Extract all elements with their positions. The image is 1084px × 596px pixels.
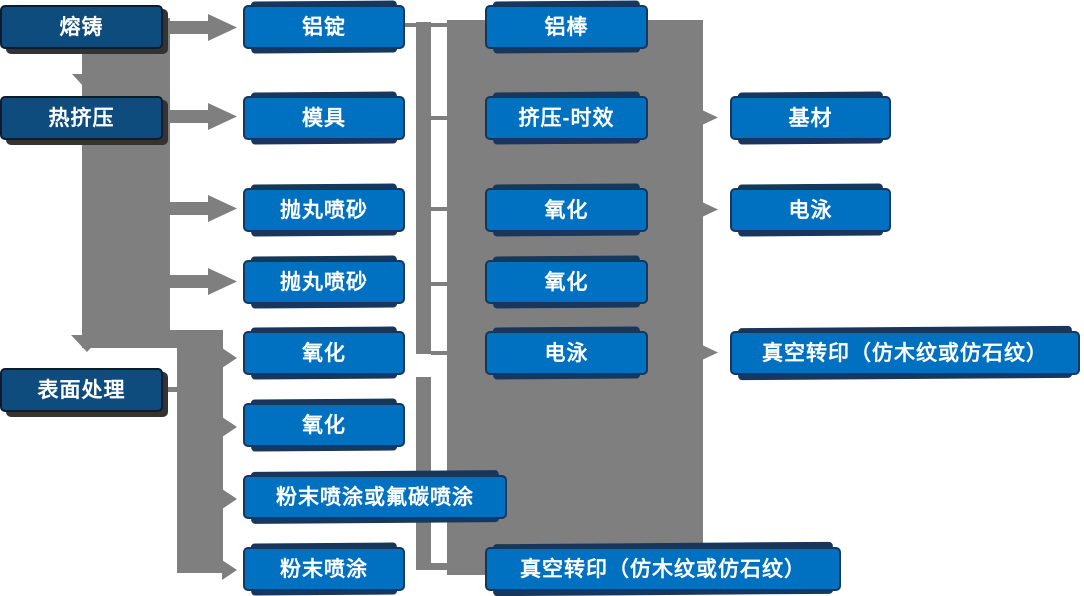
node-label: 真空转印（仿木纹或仿石纹） [762,341,1048,365]
node-vacuum-transfer-print-right: 真空转印（仿木纹或仿石纹） [730,331,1080,375]
tick-rail-bottom [431,563,447,570]
node-shot-blasting-1: 抛丸喷砂 [243,188,405,232]
connector-band-surface [177,348,223,573]
node-hot-extrusion: 热挤压 [0,96,168,145]
node-label: 氧化 [544,270,589,294]
arrow-stem-to-shot-blasting-2 [170,275,210,288]
node-powder-coating: 粉末喷涂 [243,547,405,591]
arrow-stem-to-mold [170,110,210,123]
node-powder-or-fluorocarbon-coating: 粉末喷涂或氟碳喷涂 [243,475,507,519]
node-label: 抛丸喷砂 [280,270,368,294]
node-anodizing-4: 氧化 [485,260,648,304]
tick-rail-row5 [431,351,447,355]
node-vacuum-transfer-print-bottom: 真空转印（仿木纹或仿石纹） [485,547,841,591]
arrow-head-to-shot-blasting-2 [208,268,237,295]
arrow-head-to-base-material [702,110,718,125]
tick-rail-row4 [431,282,447,286]
node-label: 粉末喷涂 [280,557,368,581]
connector-band-left-bridge [170,330,223,348]
node-label: 粉末喷涂或氟碳喷涂 [276,485,474,509]
arrow-stem-to-aluminum-ingot [170,21,210,34]
node-anodizing-2: 氧化 [243,403,405,447]
node-anodizing-3: 氧化 [485,188,648,232]
arrow-head-to-vacuum-transfer-right [702,345,718,360]
tick-rail-row2 [431,116,447,120]
node-label: 氧化 [544,198,589,222]
node-melting-casting: 熔铸 [0,5,168,54]
arrow-head-to-anodizing-2 [222,417,237,437]
tick-rail-row1 [431,23,447,27]
arrow-head-to-aluminum-ingot [208,14,237,41]
node-label: 电泳 [788,198,833,222]
node-base-material: 基材 [730,96,891,140]
node-electrophoresis: 电泳 [485,331,648,375]
node-label: 挤压-时效 [518,106,615,130]
arrow-head-to-anodizing-1 [222,348,237,368]
node-label: 铝棒 [544,15,589,39]
node-mold: 模具 [243,96,405,140]
node-label: 表面处理 [37,378,126,402]
node-shot-blasting-2: 抛丸喷砂 [243,260,405,304]
node-label: 抛丸喷砂 [280,198,368,222]
connector-rail-upper [416,22,431,354]
node-surface-treatment: 表面处理 [0,368,168,417]
connector-band-left [82,18,170,348]
node-extrusion-aging: 挤压-时效 [485,96,648,140]
node-label: 热挤压 [48,106,115,130]
arrow-head-to-electrophoresis-right [702,202,718,217]
arrow-head-to-shot-blasting-1 [208,195,237,222]
node-label: 真空转印（仿木纹或仿石纹） [520,557,806,581]
node-label: 氧化 [302,341,346,365]
node-label: 氧化 [302,413,346,437]
arrow-head-to-powder-coating [222,560,237,580]
node-label: 电泳 [544,341,589,365]
node-electrophoresis-right: 电泳 [730,188,891,232]
node-anodizing-1: 氧化 [243,331,405,375]
node-label: 基材 [788,106,833,130]
tick-ingot-to-rail [405,23,416,27]
node-aluminum-rod: 铝棒 [485,5,648,49]
arrow-head-to-mold [208,103,237,130]
node-label: 熔铸 [59,15,104,39]
connector-surface-stub [163,387,177,392]
node-label: 模具 [302,106,346,130]
arrow-head-to-powder-or-fluorocarbon [222,489,237,509]
node-label: 铝锭 [302,15,346,39]
arrow-stem-to-shot-blasting-1 [170,202,210,215]
tick-rail-row3 [431,207,447,211]
node-aluminum-ingot: 铝锭 [243,5,405,49]
